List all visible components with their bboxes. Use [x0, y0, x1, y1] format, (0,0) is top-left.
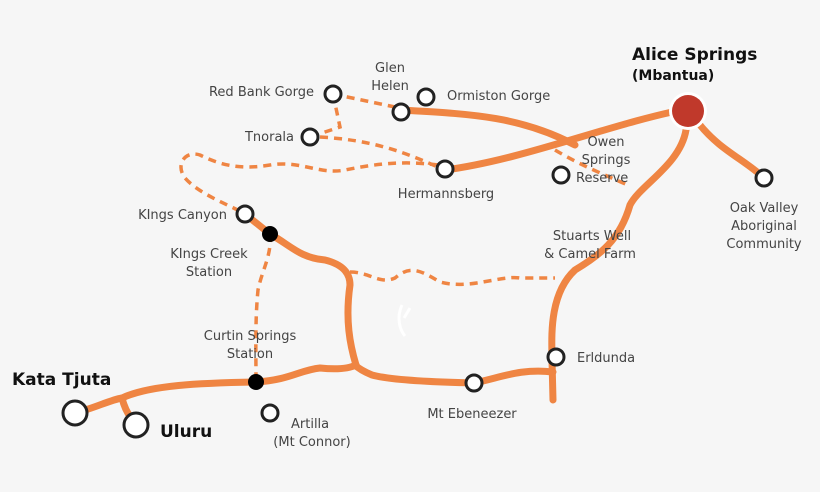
road-luritja	[241, 210, 360, 369]
stuarts-well-label-2: & Camel Farm	[544, 247, 636, 262]
curtin-springs-node[interactable]	[248, 374, 264, 390]
track-ernest-giles	[349, 268, 555, 287]
glen-helen-label-1: Glen	[375, 61, 405, 76]
owen-springs-label-3: Reserve	[576, 171, 628, 186]
oak-valley-node[interactable]	[754, 168, 774, 188]
track-tnorala-hermannsberg	[319, 135, 441, 170]
kings-creek-label-1: KIngs Creek	[170, 247, 248, 262]
artilla-label-2: (Mt Connor)	[273, 435, 350, 450]
stuarts-well-label-1: Stuarts Well	[553, 229, 631, 244]
watermark-shape	[397, 304, 412, 337]
erldunda-label: Erldunda	[577, 351, 635, 366]
uluru-label: Uluru	[160, 422, 212, 442]
curtin-springs-label-2: Station	[227, 347, 273, 362]
owen-springs-label-2: Springs	[582, 153, 631, 168]
oak-valley-label-2: Aboriginal	[731, 219, 797, 234]
track-redbank-glen	[332, 92, 396, 109]
uluru-node[interactable]	[122, 411, 150, 439]
mt-ebeneezer-label: Mt Ebeneezer	[427, 407, 517, 422]
alice-springs-label: Alice Springs	[632, 45, 757, 65]
kata-tjuta-label: Kata Tjuta	[12, 370, 111, 390]
track-mereenie-loop	[179, 152, 439, 216]
artilla-node[interactable]	[260, 403, 280, 423]
track-redbank-tnorala	[309, 93, 343, 139]
mt-ebeneezer-node[interactable]	[464, 373, 484, 393]
road-alice-oak-valley	[696, 121, 768, 182]
glen-helen-label-2: Helen	[371, 79, 409, 94]
road-stuart-highway	[548, 126, 690, 404]
kata-tjuta-node[interactable]	[61, 399, 89, 427]
erldunda-node[interactable]	[546, 347, 566, 367]
kings-canyon-label: KIngs Canyon	[138, 208, 227, 223]
hermannsberg-node[interactable]	[435, 159, 455, 179]
glen-helen-node[interactable]	[391, 102, 411, 122]
alice-springs-alt-label: (Mbantua)	[632, 68, 714, 84]
oak-valley-label-3: Community	[726, 237, 802, 252]
road-lasseter-highway	[71, 361, 360, 417]
tnorala-node[interactable]	[300, 127, 320, 147]
owen-springs-node[interactable]	[551, 165, 571, 185]
red-bank-gorge-label: Red Bank Gorge	[209, 85, 314, 100]
ormiston-gorge-node[interactable]	[416, 87, 436, 107]
artilla-label-1: Artilla	[291, 417, 329, 432]
road-hermannsberg-alice	[441, 108, 676, 174]
kings-creek-label-2: Station	[186, 265, 232, 280]
road-erldunda-ebeneezer	[351, 361, 557, 387]
tnorala-label: Tnorala	[244, 130, 294, 145]
kings-canyon-node[interactable]	[235, 204, 255, 224]
road-west-macdonnell	[397, 106, 579, 149]
hermannsberg-label: Hermannsberg	[398, 187, 494, 202]
owen-springs-label-1: Owen	[587, 135, 624, 150]
track-kingscreek-curtin	[254, 233, 272, 383]
oak-valley-label-1: Oak Valley	[730, 201, 799, 216]
kings-creek-station-node[interactable]	[262, 226, 278, 242]
ormiston-gorge-label: Ormiston Gorge	[447, 89, 550, 104]
track-owen-springs	[554, 148, 631, 188]
red-bank-gorge-node[interactable]	[323, 84, 343, 104]
alice-springs-node[interactable]	[672, 95, 704, 127]
curtin-springs-label-1: Curtin Springs	[204, 329, 297, 344]
